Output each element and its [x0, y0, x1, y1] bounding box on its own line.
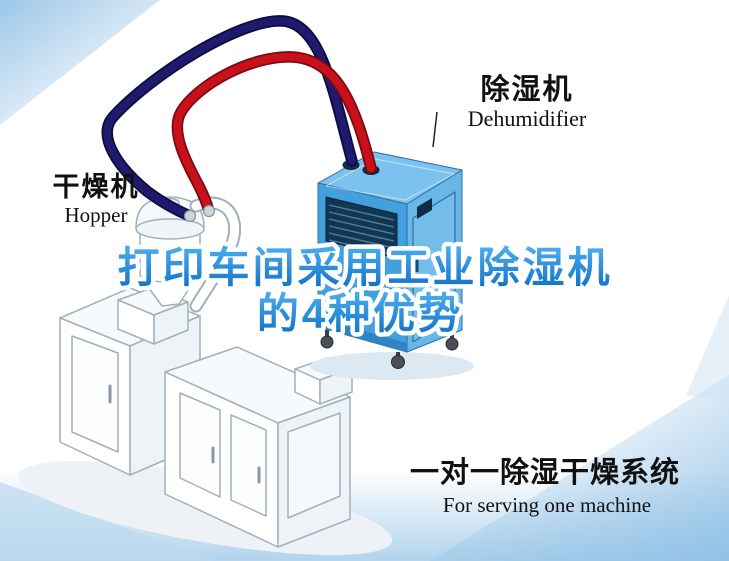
hopper-flange-ring: [135, 218, 205, 240]
right-edge-wash: [686, 295, 729, 400]
front-sticker: [328, 297, 352, 317]
machine-panel-2: [230, 414, 267, 517]
front-seam-line: [317, 271, 408, 294]
hoses: [101, 15, 377, 223]
side-door: [412, 191, 456, 343]
label-leader-line: [432, 111, 438, 148]
machine-door-panel: [71, 335, 119, 453]
side-door-sticker: [428, 290, 444, 312]
caption-cn: 一对一除湿干燥系统: [410, 455, 680, 489]
hopper-machine-illustration: [17, 196, 393, 556]
machine-panel-3: [287, 412, 341, 519]
control-display: [417, 198, 432, 219]
dehumidifier-illustration: [310, 151, 474, 380]
dehumidifier-shadow: [310, 352, 474, 380]
caption-en: For serving one machine: [443, 493, 651, 517]
red-hose: [173, 52, 375, 215]
headline-line2: 的4种优势: [257, 290, 463, 337]
headline: 打印车间采用工业除湿机 的4种优势: [113, 240, 614, 342]
front-bottom-strip: [318, 318, 407, 352]
caster-wheels: [320, 330, 459, 369]
hose-fitting-red: [202, 204, 216, 218]
hopper-label-en: Hopper: [65, 203, 128, 227]
navy-hose: [103, 16, 356, 220]
machine-right-block: [164, 346, 353, 548]
corner-wash-bottom-right: [430, 375, 729, 561]
hose-fitting-navy: [183, 209, 197, 223]
headline-line1: 打印车间采用工业除湿机: [117, 244, 612, 291]
machine-panel-1: [179, 392, 221, 498]
vent-grille: [325, 196, 398, 259]
corner-wash-top-left: [0, 0, 160, 125]
conveying-duct: [189, 196, 242, 313]
dehumidifier-label-cn: 除湿机: [480, 72, 573, 106]
dehumidifier-label-en: Dehumidifier: [468, 106, 587, 131]
hopper-mount-box: [117, 287, 189, 345]
unit-top-rim: [325, 158, 455, 201]
hopper-label-cn: 干燥机: [53, 172, 140, 202]
